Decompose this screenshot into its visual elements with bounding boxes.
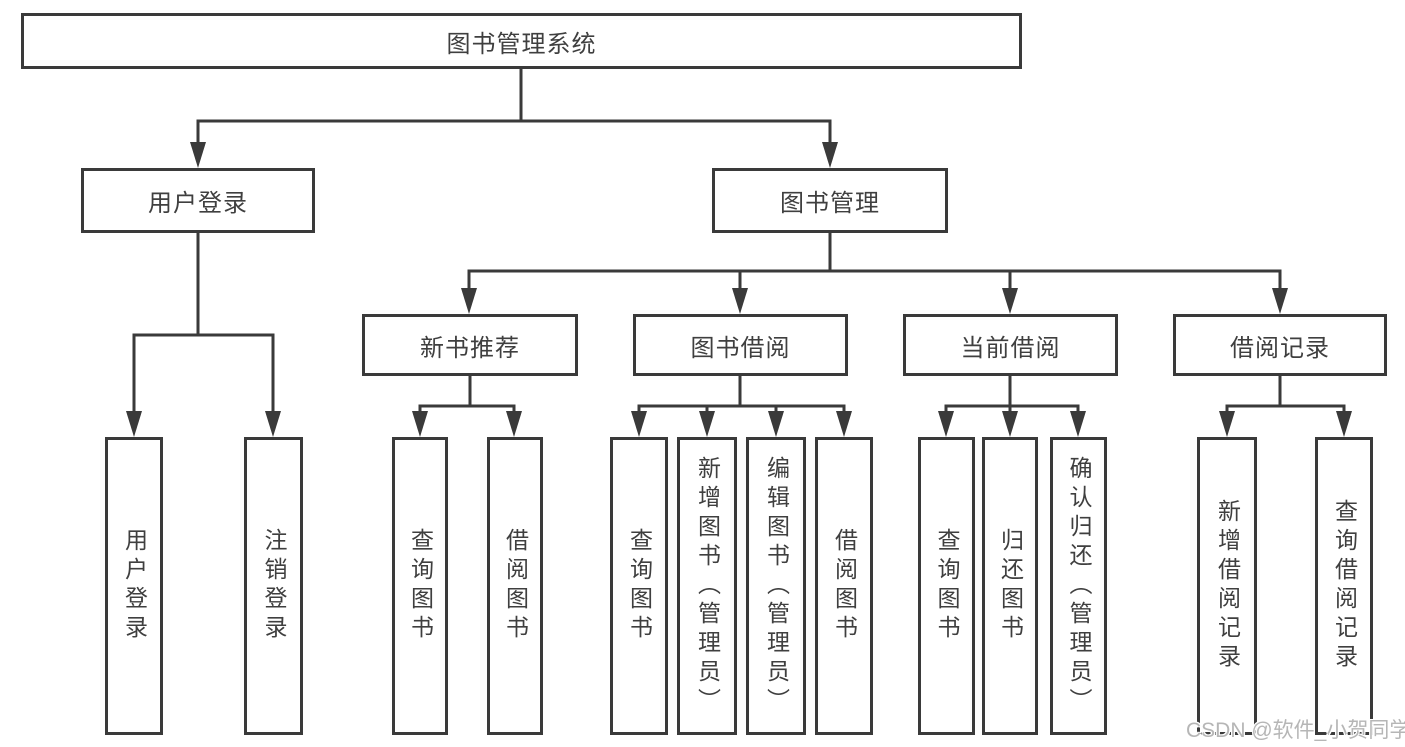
leaf-current-confirm-return-admin: 确认归还（管理员） — [1050, 437, 1107, 735]
leaf-borrowing-edit-books-admin: 编辑图书（管理员） — [746, 437, 806, 735]
leaf-current-query-books-label: 查询图书 — [934, 528, 960, 644]
leaf-logout-label: 注销登录 — [261, 528, 287, 644]
leaf-recommend-borrow-books-label: 借阅图书 — [502, 528, 529, 644]
node-book-borrowing-label: 图书借阅 — [690, 334, 791, 362]
leaf-borrowing-add-books-admin-label: 新增图书（管理员） — [694, 455, 721, 717]
arrowheads — [126, 142, 1352, 437]
leaf-borrowing-query-books: 查询图书 — [610, 437, 668, 735]
leaf-recommend-query-books: 查询图书 — [392, 437, 448, 735]
leaf-user-login: 用户登录 — [105, 437, 163, 735]
leaf-borrowing-borrow-books-label: 借阅图书 — [831, 528, 858, 644]
node-book-management-label: 图书管理 — [780, 190, 880, 217]
node-user-login-label: 用户登录 — [148, 190, 248, 217]
node-book-borrowing: 图书借阅 — [633, 314, 848, 376]
leaf-current-confirm-return-admin-label: 确认归还（管理员） — [1066, 455, 1092, 717]
node-new-book-recommend: 新书推荐 — [362, 314, 578, 376]
leaf-recommend-query-books-label: 查询图书 — [407, 528, 434, 644]
node-library-system: 图书管理系统 — [21, 13, 1022, 69]
leaf-current-return-books-label: 归还图书 — [997, 528, 1024, 644]
node-current-borrowing-label: 当前借阅 — [960, 334, 1061, 362]
node-borrow-records-label: 借阅记录 — [1230, 334, 1330, 362]
leaf-borrowing-query-books-label: 查询图书 — [626, 528, 653, 644]
node-borrow-records: 借阅记录 — [1173, 314, 1387, 376]
leaf-records-query-record-label: 查询借阅记录 — [1331, 499, 1358, 673]
leaf-logout: 注销登录 — [244, 437, 303, 735]
leaf-recommend-borrow-books: 借阅图书 — [487, 437, 543, 735]
node-book-management: 图书管理 — [712, 168, 948, 233]
leaf-user-login-label: 用户登录 — [121, 528, 148, 644]
node-current-borrowing: 当前借阅 — [903, 314, 1118, 376]
node-library-system-label: 图书管理系统 — [446, 30, 597, 58]
leaf-borrowing-edit-books-admin-label: 编辑图书（管理员） — [763, 455, 790, 717]
leaf-borrowing-add-books-admin: 新增图书（管理员） — [677, 437, 737, 735]
leaf-current-query-books: 查询图书 — [918, 437, 975, 735]
leaf-current-return-books: 归还图书 — [982, 437, 1038, 735]
leaf-records-query-record: 查询借阅记录 — [1315, 437, 1373, 735]
leaf-records-add-record-label: 新增借阅记录 — [1214, 499, 1241, 673]
node-user-login: 用户登录 — [81, 168, 315, 233]
leaf-records-add-record: 新增借阅记录 — [1197, 437, 1257, 735]
watermark: CSDN @软件_小贺同学 — [1186, 719, 1405, 742]
leaf-borrowing-borrow-books: 借阅图书 — [815, 437, 873, 735]
node-new-book-recommend-label: 新书推荐 — [420, 334, 520, 362]
